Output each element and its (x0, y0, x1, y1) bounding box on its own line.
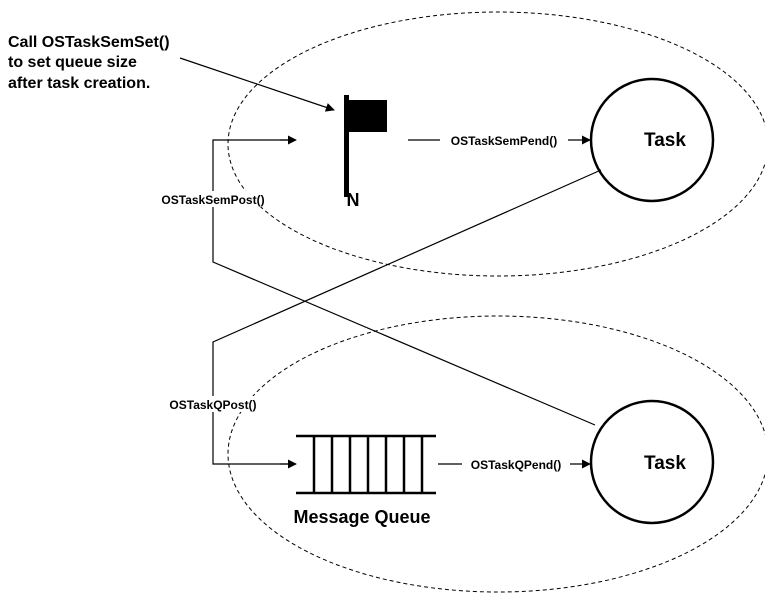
annotation-note: Call OSTaskSemSet() to set queue size af… (8, 34, 170, 92)
queue-post-label: OSTaskQPost() (169, 398, 256, 412)
note-line-3: after task creation. (8, 75, 150, 92)
queue-pend-label-bg (462, 456, 570, 472)
note-line-2: to set queue size (8, 54, 137, 71)
message-queue-icon (296, 434, 436, 495)
sem-post-label-bg (147, 191, 279, 207)
sem-post-label: OSTaskSemPost() (161, 193, 264, 207)
top-task-label: Task (644, 130, 686, 151)
sem-post-path (212, 139, 596, 426)
sem-pend-label: OSTaskSemPend() (451, 134, 557, 148)
sem-pend-label-bg (440, 132, 568, 148)
bottom-task-label: Task (644, 453, 686, 474)
note-line-1: Call OSTaskSemSet() (8, 34, 170, 51)
message-queue-label: Message Queue (293, 507, 430, 527)
queue-post-path (212, 169, 602, 465)
note-pointer-arrow (179, 57, 335, 112)
semaphore-count-label: N (347, 190, 360, 210)
semaphore-flag-icon (344, 95, 387, 197)
bottom-task-circle (589, 399, 715, 525)
semaphore-group-ellipse (227, 11, 765, 277)
queue-pend-label: OSTaskQPend() (471, 458, 561, 472)
queue-post-label-bg (160, 396, 266, 412)
top-task-circle (589, 77, 715, 203)
